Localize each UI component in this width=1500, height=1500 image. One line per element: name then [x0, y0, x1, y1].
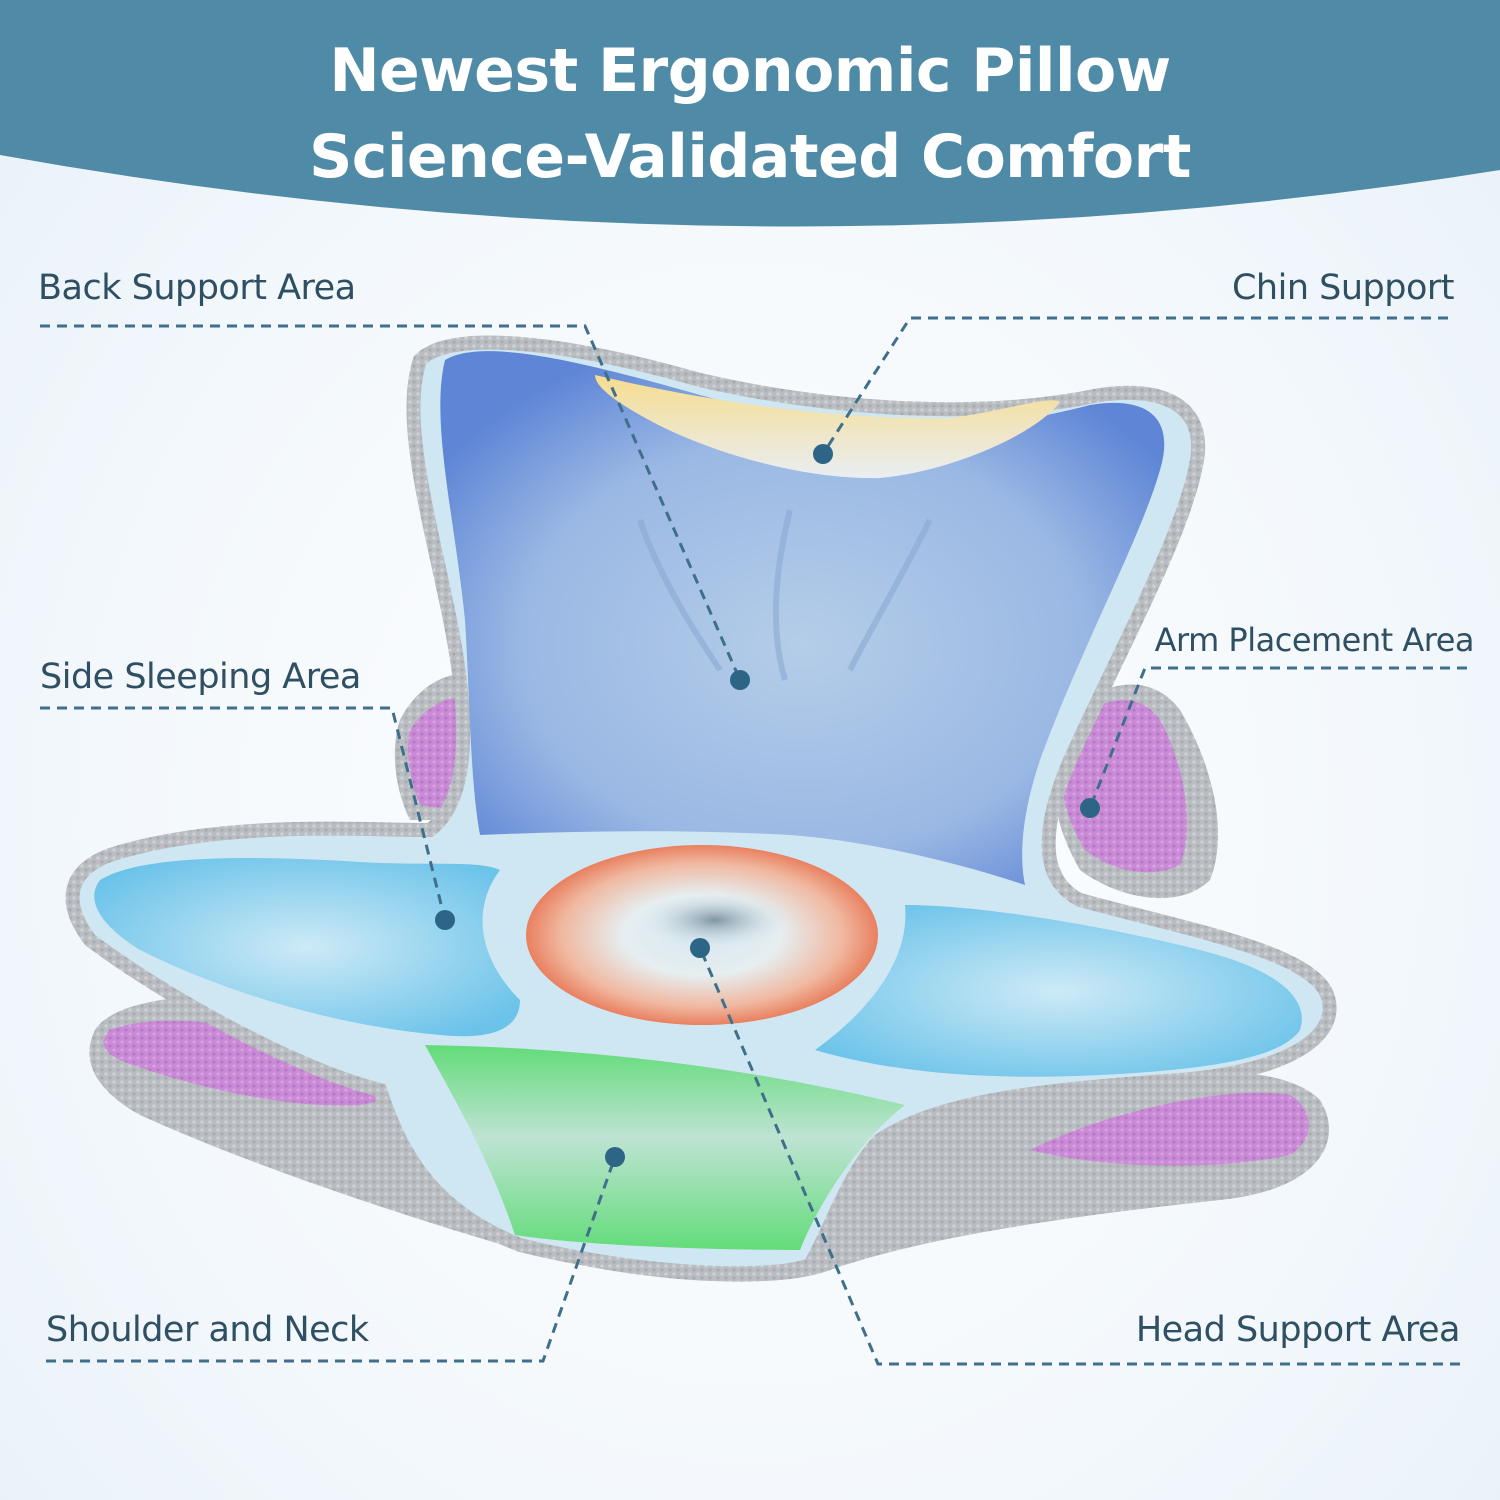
label-chin-support: Chin Support	[1231, 268, 1455, 308]
dot-shoulder-neck	[605, 1147, 625, 1167]
right-arm-wing	[1030, 1092, 1309, 1166]
title-line-1: Newest Ergonomic Pillow	[329, 36, 1171, 106]
back-fold-1	[637, 519, 723, 672]
dot-side-sleeping	[435, 910, 455, 930]
title-line-2: Science-Validated Comfort	[309, 122, 1191, 192]
side-sleeping-zone-right	[815, 905, 1302, 1077]
callout-dots	[435, 444, 1100, 1167]
leader-lines	[40, 316, 1467, 1366]
leader-back-support	[40, 324, 742, 681]
leader-side-sleeping	[40, 706, 447, 921]
label-arm-placement: Arm Placement Area	[1154, 621, 1475, 659]
dot-head-support	[690, 938, 710, 958]
left-arm-wing	[103, 1020, 386, 1106]
page-title: Newest Ergonomic Pillow Science-Validate…	[0, 28, 1500, 200]
leader-arm-placement	[1088, 666, 1467, 809]
header-banner	[0, 0, 1500, 240]
label-back-support: Back Support Area	[38, 268, 356, 308]
back-support-zone	[440, 351, 1165, 885]
banner-shape	[0, 0, 1500, 227]
side-sleeping-zone-left	[94, 857, 521, 1037]
leader-head-support	[698, 947, 1460, 1366]
head-cradle-hole	[640, 892, 790, 948]
label-side-sleeping: Side Sleeping Area	[40, 657, 361, 697]
dot-back-support	[730, 670, 750, 690]
back-fold-2	[772, 509, 793, 681]
back-fold-3	[847, 518, 933, 672]
shoulder-neck-zone	[425, 1045, 905, 1250]
arm-placement-pad	[1060, 700, 1188, 873]
chin-support-zone	[595, 375, 1060, 479]
dot-arm-placement	[1080, 798, 1100, 818]
label-shoulder-neck: Shoulder and Neck	[46, 1310, 369, 1350]
leader-chin-support	[821, 316, 1448, 455]
leader-shoulder-neck	[46, 1156, 617, 1363]
dot-chin-support	[813, 444, 833, 464]
label-head-support: Head Support Area	[1135, 1310, 1461, 1350]
